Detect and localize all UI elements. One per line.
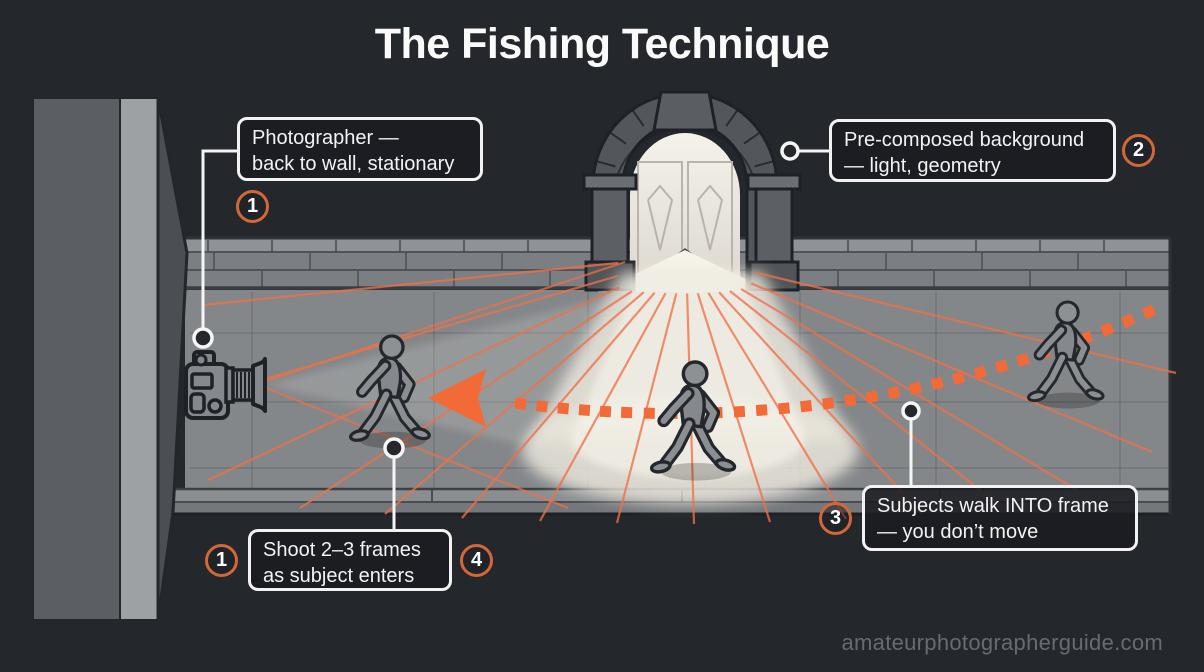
- callout-subjects-line2: — you don’t move: [877, 521, 1039, 543]
- callout-background-line1: Pre-composed background: [844, 129, 1085, 151]
- callout-subjects-line1: Subjects walk INTO frame: [877, 495, 1109, 517]
- step-badge-1: 1: [236, 190, 269, 223]
- connector-dot: [901, 401, 921, 421]
- connector-dot: [780, 141, 800, 161]
- step-badge-3: 3: [819, 502, 852, 535]
- callout-photographer-line2: back to wall, stationary: [252, 153, 455, 175]
- callout-photographer-line1: Photographer —: [252, 127, 399, 149]
- callout-shoot: Shoot 2–3 frames as subject enters: [248, 529, 452, 591]
- leader-line-photographer: [201, 149, 237, 329]
- callout-background: Pre-composed background — light, geometr…: [829, 119, 1116, 182]
- callout-photographer: Photographer — back to wall, stationary: [237, 117, 483, 181]
- step-badge-shoot-left: 1: [205, 544, 238, 577]
- leader-lines: [201, 149, 913, 529]
- direction-arrow-icon: [428, 369, 486, 427]
- page-title: The Fishing Technique: [374, 20, 830, 68]
- connector-dot: [383, 437, 405, 459]
- camera-fov-rays: [265, 260, 626, 510]
- connector-dot: [192, 327, 214, 349]
- connector-dots: [192, 141, 921, 459]
- callout-shoot-line1: Shoot 2–3 frames: [263, 539, 421, 561]
- callout-subjects: Subjects walk INTO frame — you don’t mov…: [862, 485, 1138, 551]
- callout-background-line2: — light, geometry: [844, 155, 1001, 177]
- step-badge-2: 2: [1122, 134, 1155, 167]
- watermark: amateurphotographerguide.com: [841, 630, 1163, 655]
- callout-shoot-line2: as subject enters: [263, 565, 415, 587]
- step-badge-shoot-right: 4: [460, 544, 493, 577]
- camera-icon: [184, 350, 267, 420]
- left-wall: [32, 96, 189, 622]
